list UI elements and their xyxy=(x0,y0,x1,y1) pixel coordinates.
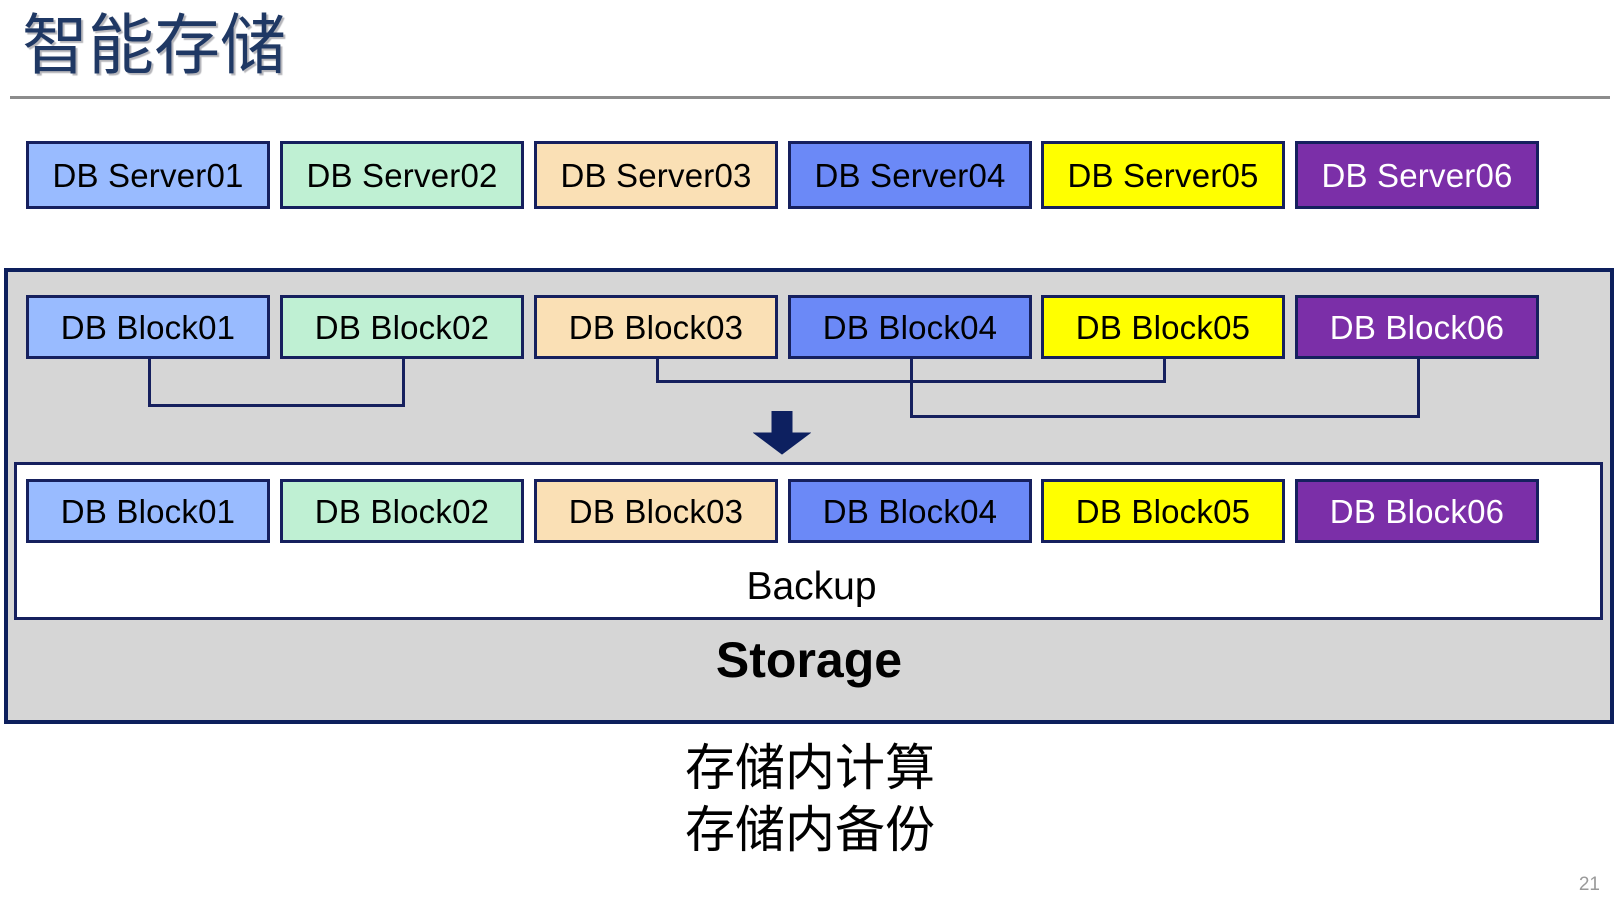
db-block-backup-box-label: DB Block05 xyxy=(1075,492,1251,530)
db-block-source-box-5: DB Block05 xyxy=(1041,295,1285,359)
page-title: 智能存储 xyxy=(22,8,286,82)
connector-block01-block02-right-stem xyxy=(402,359,405,404)
db-block-backup-box-3: DB Block03 xyxy=(534,479,778,543)
db-block-backup-box-5: DB Block05 xyxy=(1041,479,1285,543)
db-server-box-label: DB Server06 xyxy=(1321,156,1513,194)
slide-caption: 存储内计算存储内备份 xyxy=(0,737,1620,861)
connector-block03-block05-left-stem xyxy=(656,359,659,380)
db-server-box-label: DB Server05 xyxy=(1067,156,1259,194)
db-block-source-box-label: DB Block01 xyxy=(60,308,236,346)
db-block-source-box-label: DB Block06 xyxy=(1329,308,1505,346)
db-server-box-label: DB Server02 xyxy=(306,156,498,194)
db-block-source-box-1: DB Block01 xyxy=(26,295,270,359)
caption-line-2: 存储内备份 xyxy=(685,802,935,858)
db-server-box-3: DB Server03 xyxy=(534,141,778,209)
db-block-source-box-2: DB Block02 xyxy=(280,295,524,359)
connector-block03-block05-right-stem xyxy=(1163,359,1166,380)
db-block-source-box-label: DB Block05 xyxy=(1075,308,1251,346)
db-block-backup-box-6: DB Block06 xyxy=(1295,479,1539,543)
db-block-backup-box-4: DB Block04 xyxy=(788,479,1032,543)
db-server-box-label: DB Server03 xyxy=(560,156,752,194)
storage-label: Storage xyxy=(715,632,903,688)
db-server-box-6: DB Server06 xyxy=(1295,141,1539,209)
db-block-backup-box-1: DB Block01 xyxy=(26,479,270,543)
db-block-backup-box-label: DB Block01 xyxy=(60,492,236,530)
connector-block04-block06-bar xyxy=(910,415,1420,418)
db-server-box-label: DB Server04 xyxy=(814,156,1006,194)
title-divider xyxy=(10,96,1610,99)
db-block-backup-box-label: DB Block02 xyxy=(314,492,490,530)
connector-block01-block02-bar xyxy=(148,404,405,407)
db-block-source-box-3: DB Block03 xyxy=(534,295,778,359)
db-block-source-box-6: DB Block06 xyxy=(1295,295,1539,359)
db-block-source-box-4: DB Block04 xyxy=(788,295,1032,359)
db-block-backup-box-label: DB Block04 xyxy=(822,492,998,530)
db-server-box-5: DB Server05 xyxy=(1041,141,1285,209)
db-block-backup-box-2: DB Block02 xyxy=(280,479,524,543)
db-server-box-4: DB Server04 xyxy=(788,141,1032,209)
db-block-backup-box-label: DB Block03 xyxy=(568,492,744,530)
backup-label: Backup xyxy=(746,565,877,608)
db-block-source-box-label: DB Block04 xyxy=(822,308,998,346)
down-arrow-icon xyxy=(753,411,811,455)
db-block-backup-box-label: DB Block06 xyxy=(1329,492,1505,530)
caption-line-1: 存储内计算 xyxy=(685,740,935,796)
connector-block01-block02-left-stem xyxy=(148,359,151,404)
db-server-box-2: DB Server02 xyxy=(280,141,524,209)
db-server-box-1: DB Server01 xyxy=(26,141,270,209)
db-block-source-box-label: DB Block02 xyxy=(314,308,490,346)
db-block-source-box-label: DB Block03 xyxy=(568,308,744,346)
connector-block04-block06-right-stem xyxy=(1417,359,1420,415)
connector-block04-block06-left-stem xyxy=(910,359,913,415)
db-server-box-label: DB Server01 xyxy=(52,156,244,194)
page-number: 21 xyxy=(1578,874,1600,895)
